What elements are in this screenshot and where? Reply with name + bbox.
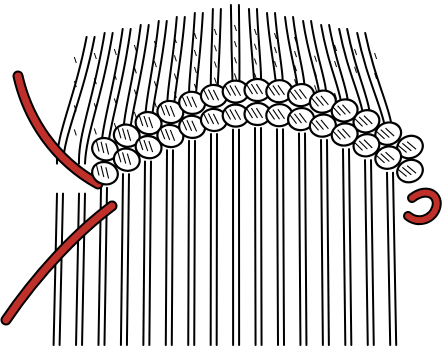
vertical-cord	[321, 25, 351, 345]
cord-hatch	[134, 45, 136, 51]
cord-strand	[283, 129, 284, 345]
cord-strand	[343, 149, 345, 345]
cord-hatch	[234, 73, 236, 79]
cord-strand	[143, 161, 145, 345]
cord-strand	[261, 128, 262, 345]
vertical-cord	[267, 13, 284, 345]
cord-strand	[60, 194, 63, 345]
cord-strand	[327, 140, 329, 345]
cord-strand	[127, 174, 129, 345]
holding-cord-left-upper	[18, 76, 98, 184]
cord-strand	[121, 174, 123, 345]
cord-strand	[194, 141, 195, 345]
cord-hatch	[214, 78, 216, 84]
cord-strand	[277, 129, 278, 345]
cord-hatch	[194, 67, 196, 73]
cord-strand	[387, 173, 390, 345]
vertical-cord	[143, 21, 166, 345]
vertical-cord	[211, 9, 221, 345]
vertical-cord	[188, 13, 203, 345]
cord-hatch	[295, 51, 297, 57]
cord-strand	[172, 150, 173, 345]
cord-strand	[349, 149, 351, 345]
cord-hatch	[254, 59, 256, 65]
cord-strand	[365, 160, 368, 345]
cord-hatch	[275, 47, 277, 53]
cord-strand	[321, 140, 323, 345]
vertical-cord	[54, 37, 95, 345]
cord-strand	[371, 160, 374, 345]
cord-hatch	[94, 128, 96, 134]
cord-hatch	[154, 61, 156, 67]
cord-strand	[188, 141, 189, 345]
cord-strand	[149, 161, 151, 345]
cord-hatch	[194, 50, 196, 56]
cord-hatch	[234, 57, 236, 63]
cord-strand	[76, 194, 79, 345]
cord-hatch	[174, 55, 176, 61]
cord-hatch	[214, 29, 216, 35]
cord-hatch	[275, 61, 277, 67]
vertical-cord	[249, 9, 262, 345]
cord-hatch	[254, 44, 256, 50]
vertical-cord	[285, 17, 306, 345]
cord-hatch	[134, 67, 136, 73]
cord-hatch	[154, 81, 156, 87]
cord-hatch	[114, 49, 116, 55]
cord-hatch	[94, 53, 96, 59]
cord-strand	[54, 194, 57, 345]
vertical-cord	[357, 33, 396, 345]
cord-hatch	[194, 33, 196, 39]
cord-hatch	[74, 129, 76, 135]
vertical-cord	[166, 17, 185, 345]
cord-hatch	[234, 41, 236, 47]
cord-hatch	[355, 49, 357, 55]
cord-hatch	[315, 56, 317, 62]
cord-hatch	[214, 61, 216, 67]
cord-strand	[57, 37, 87, 164]
cord-hatch	[375, 53, 377, 59]
cord-strand	[255, 128, 256, 345]
cord-strand	[393, 173, 396, 345]
cord-hatch	[254, 29, 256, 35]
vertical-cord	[231, 5, 240, 345]
holding-cord-left-lower-fill	[6, 206, 112, 320]
cord-strand	[299, 133, 300, 345]
holding-cord-left-upper-fill	[18, 76, 98, 184]
cord-hatch	[174, 74, 176, 80]
cord-hatch	[315, 85, 317, 91]
cord-strand	[305, 133, 306, 345]
cord-hatch	[234, 25, 236, 31]
cord-hatch	[214, 45, 216, 51]
cord-strand	[82, 194, 85, 345]
cord-strand	[166, 150, 167, 345]
cord-hatch	[335, 61, 337, 67]
cord-hatch	[74, 57, 76, 63]
